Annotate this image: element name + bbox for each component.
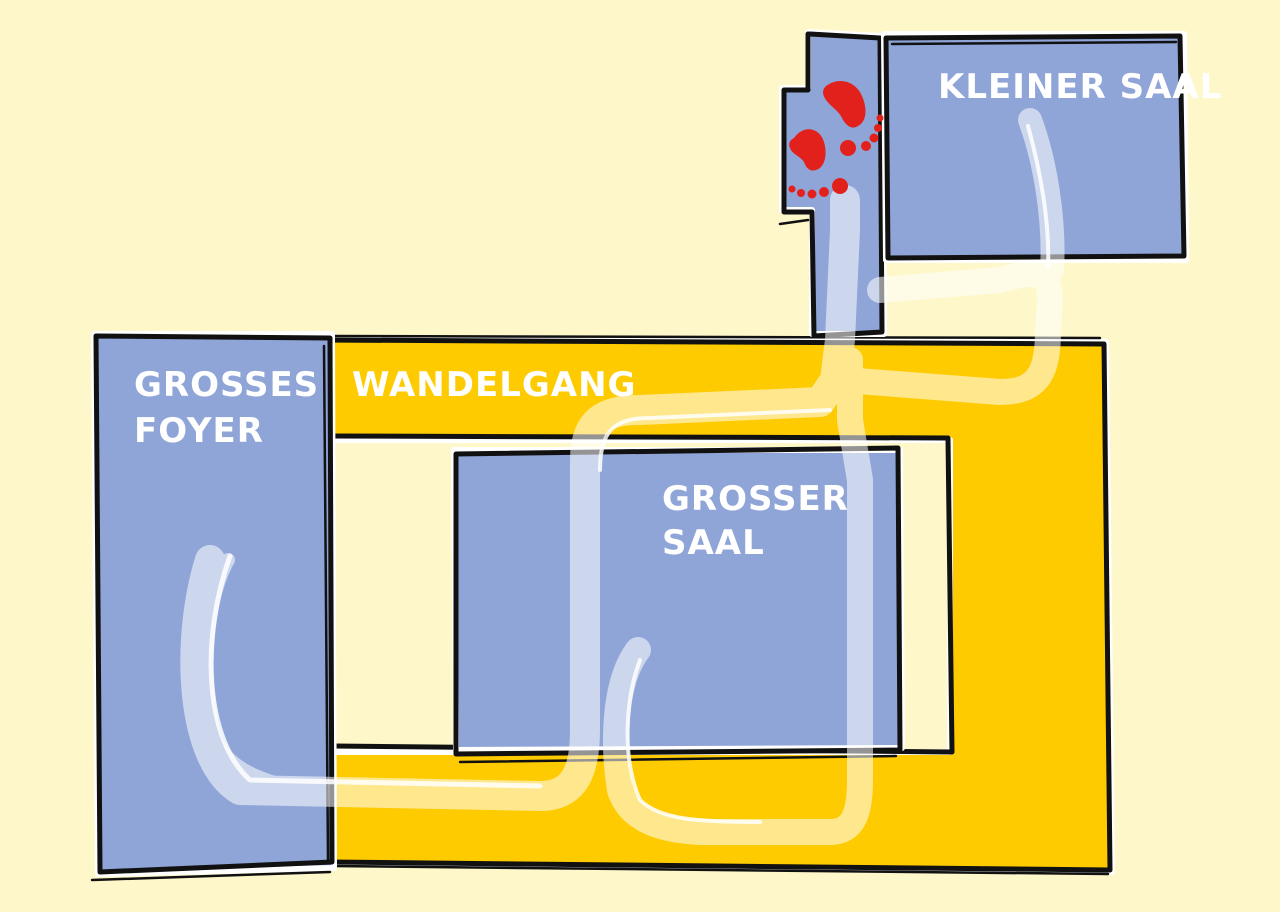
grosses-foyer-label-line1: GROSSES	[134, 365, 319, 405]
grosser-saal-label-line2: SAAL	[662, 523, 765, 563]
grosses-foyer-label-line2: FOYER	[134, 411, 264, 451]
grosser-saal-room[interactable]	[451, 445, 905, 764]
grosser-saal-label-line1: GROSSER	[662, 479, 849, 519]
walking-route-highlights	[208, 124, 1051, 824]
footprints-icon	[788, 81, 884, 199]
walking-route	[180, 108, 1065, 845]
wandelgang-label: WANDELGANG	[352, 365, 636, 405]
kleiner-saal-label: KLEINER SAAL	[938, 67, 1222, 107]
